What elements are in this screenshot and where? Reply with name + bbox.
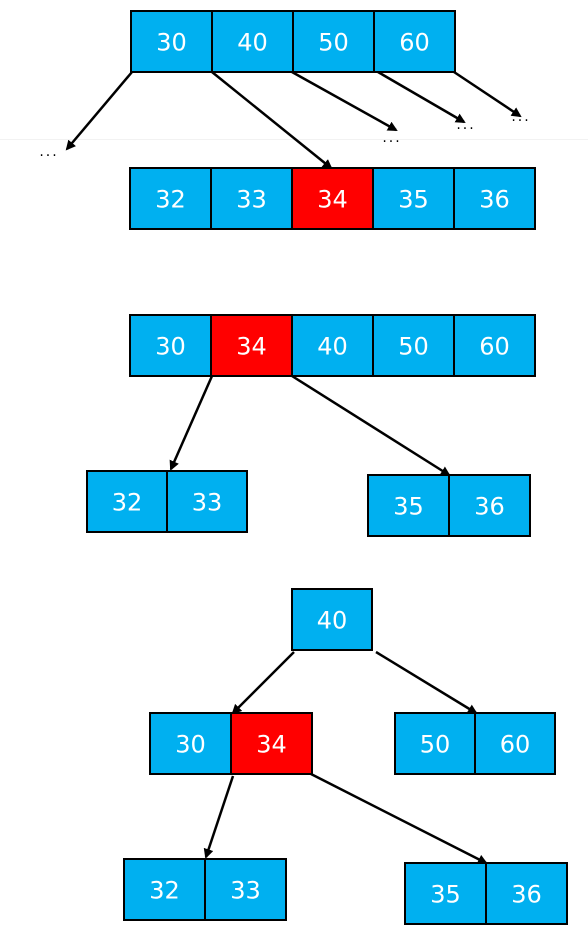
key-label: 34 — [317, 186, 348, 214]
key-label: 35 — [430, 881, 461, 909]
btree-node-s3-leaf-right: 35 36 — [404, 862, 568, 925]
btree-node-s1-root: 30 40 50 60 — [130, 10, 456, 73]
key-label: 40 — [317, 333, 348, 361]
key-cell — [86, 470, 168, 533]
key-cell — [204, 858, 287, 921]
key-label: 32 — [155, 186, 186, 214]
btree-node-s3-root: 40 — [291, 588, 373, 651]
key-cell — [129, 167, 212, 230]
key-cell — [149, 712, 232, 775]
highlighted-key-cell — [291, 167, 374, 230]
key-cell — [485, 862, 568, 925]
omitted-subtree-ellipsis: ··· — [39, 148, 58, 164]
key-cell — [474, 712, 556, 775]
key-cell — [373, 10, 456, 73]
key-label: 36 — [511, 881, 542, 909]
omitted-subtree-ellipsis: ··· — [382, 134, 401, 150]
key-label: 33 — [230, 877, 261, 905]
key-cell — [453, 314, 536, 377]
key-cell — [291, 314, 374, 377]
key-label: 35 — [393, 493, 424, 521]
child-pointer-arrow — [203, 775, 235, 859]
key-cell — [404, 862, 487, 925]
key-label: 34 — [236, 333, 267, 361]
key-cell — [453, 167, 536, 230]
btree-node-s3-mid-right: 50 60 — [394, 712, 556, 775]
key-label: 60 — [399, 29, 430, 57]
child-pointer-arrow — [377, 70, 466, 124]
key-label: 33 — [236, 186, 267, 214]
key-label: 36 — [474, 493, 505, 521]
child-pointer-arrow — [65, 71, 133, 151]
highlighted-key-cell — [210, 314, 293, 377]
key-label: 50 — [318, 29, 349, 57]
key-label: 36 — [479, 186, 510, 214]
btree-node-s3-leaf-left: 32 33 — [123, 858, 287, 921]
key-label: 60 — [479, 333, 510, 361]
key-cell — [123, 858, 206, 921]
key-label: 50 — [420, 731, 451, 759]
key-label: 40 — [317, 607, 348, 635]
key-label: 30 — [155, 333, 186, 361]
key-cell — [210, 167, 293, 230]
key-label: 35 — [398, 186, 429, 214]
key-label: 32 — [149, 877, 180, 905]
key-label: 34 — [256, 731, 287, 759]
child-pointer-arrow — [169, 375, 214, 471]
key-label: 30 — [156, 29, 187, 57]
key-cell — [166, 470, 248, 533]
key-cell — [448, 474, 531, 537]
key-label: 32 — [112, 489, 143, 517]
key-cell — [291, 588, 373, 651]
key-label: 60 — [500, 731, 531, 759]
key-cell — [372, 314, 455, 377]
key-label: 30 — [175, 731, 206, 759]
btree-node-s2-right: 35 36 — [367, 474, 531, 537]
key-label: 40 — [237, 29, 268, 57]
child-pointer-arrow — [310, 772, 488, 865]
key-label: 33 — [192, 489, 223, 517]
key-cell — [130, 10, 213, 73]
btree-node-s3-mid-left: 30 34 — [149, 712, 313, 775]
child-pointer-arrow — [375, 650, 478, 715]
child-pointer-arrow — [231, 651, 295, 715]
key-cell — [372, 167, 455, 230]
key-cell — [211, 10, 294, 73]
btree-node-s2-left: 32 33 — [86, 470, 248, 533]
child-pointer-arrow — [291, 70, 398, 132]
key-cell — [367, 474, 450, 537]
omitted-subtree-ellipsis: ··· — [456, 121, 475, 137]
highlighted-key-cell — [230, 712, 313, 775]
omitted-subtree-ellipsis: ··· — [511, 113, 530, 129]
btree-node-s1-leaf: 32 33 34 35 36 — [129, 167, 536, 230]
child-pointer-arrow — [453, 70, 522, 118]
btree-node-s2-root: 30 34 40 50 60 — [129, 314, 536, 377]
child-pointer-arrow — [291, 374, 451, 477]
key-label: 50 — [398, 333, 429, 361]
child-pointer-arrow — [211, 71, 333, 170]
